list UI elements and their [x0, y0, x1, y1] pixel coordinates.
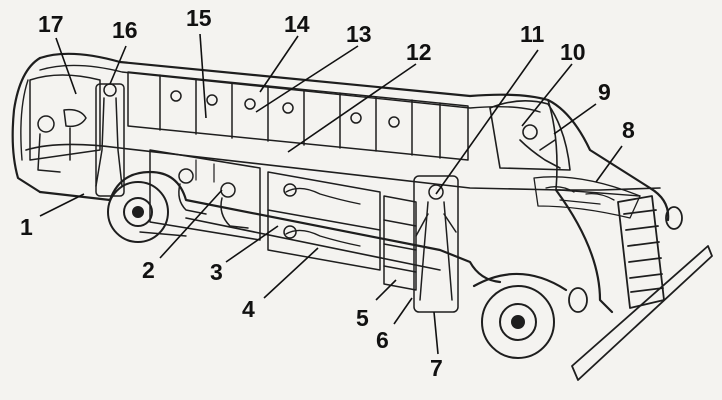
callout-15: 15 — [186, 5, 212, 31]
callout-12: 12 — [406, 39, 432, 65]
leader-10 — [521, 63, 573, 127]
galley-cabinet — [383, 195, 417, 291]
engine-compartment — [533, 176, 641, 219]
driver-cab — [489, 100, 571, 171]
leader-12 — [287, 63, 417, 153]
leader-8 — [595, 145, 623, 183]
callout-11: 11 — [520, 21, 545, 47]
callout-numbers: 1 2 3 4 5 6 7 8 9 10 11 12 13 14 15 16 1… — [20, 5, 635, 381]
rear-lounge — [29, 74, 101, 173]
rear-wheel — [107, 181, 169, 243]
leader-1 — [39, 193, 85, 217]
leader-14 — [259, 35, 299, 93]
leader-11 — [435, 49, 539, 195]
leader-9 — [553, 103, 597, 135]
leader-15 — [199, 33, 207, 119]
window-band — [127, 71, 469, 161]
callout-2: 2 — [142, 257, 155, 283]
leader-7 — [433, 311, 439, 355]
leader-13 — [255, 45, 359, 113]
front-wheel — [472, 272, 568, 359]
callout-10: 10 — [560, 39, 586, 65]
callout-3: 3 — [210, 259, 223, 285]
leader-16 — [109, 45, 127, 85]
headlamps-bumper — [568, 206, 713, 381]
callout-1: 1 — [20, 214, 33, 240]
callout-8: 8 — [622, 117, 635, 143]
leader-5 — [375, 279, 397, 301]
callout-13: 13 — [346, 21, 372, 47]
lower-lounge — [149, 149, 261, 241]
leader-17 — [55, 37, 77, 95]
leader-lines — [39, 33, 623, 355]
callout-17: 17 — [38, 11, 64, 37]
callout-9: 9 — [598, 79, 611, 105]
front-door-steward — [413, 175, 459, 313]
callout-7: 7 — [430, 355, 443, 381]
leader-6 — [393, 297, 413, 325]
callout-5: 5 — [356, 305, 369, 331]
callout-14: 14 — [284, 11, 310, 37]
leader-4 — [263, 247, 319, 299]
callout-6: 6 — [376, 327, 389, 353]
callout-4: 4 — [242, 296, 255, 322]
leader-2 — [159, 189, 223, 259]
leader-3 — [225, 225, 279, 263]
callout-16: 16 — [112, 17, 138, 43]
sleeping-berths — [267, 171, 381, 271]
